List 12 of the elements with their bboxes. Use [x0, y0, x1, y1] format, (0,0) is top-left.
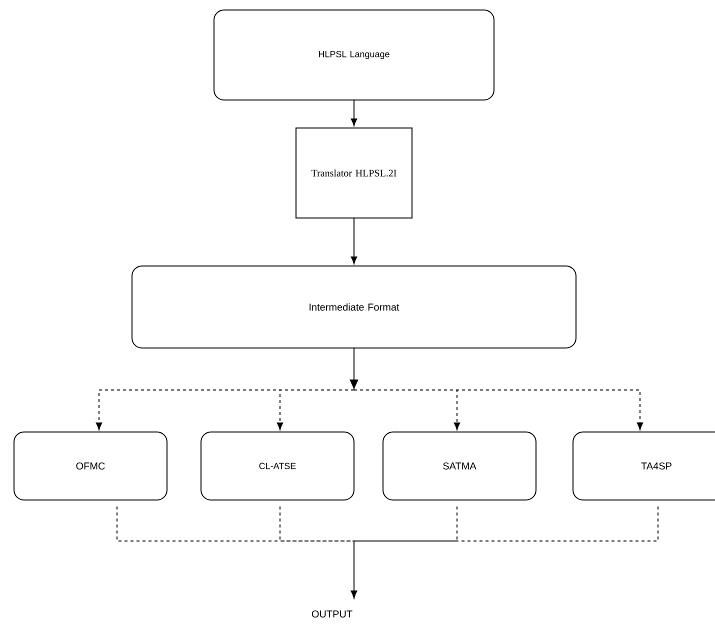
- arrow: [350, 348, 644, 430]
- arrow: [350, 218, 358, 264]
- process-box: OFMC: [14, 432, 168, 500]
- process-box: Intermediate Format: [132, 266, 576, 348]
- process-box: TA4SP: [572, 432, 715, 500]
- process-box: SATMA: [382, 432, 536, 500]
- process-box: CL-ATSE: [200, 432, 354, 500]
- process-box: Translator HLPSL.2I: [296, 128, 412, 218]
- arrow: [350, 506, 658, 598]
- output-label: OUTPUT: [312, 610, 352, 618]
- process-box: HLPSL Language: [214, 10, 494, 100]
- arrow: [350, 100, 358, 126]
